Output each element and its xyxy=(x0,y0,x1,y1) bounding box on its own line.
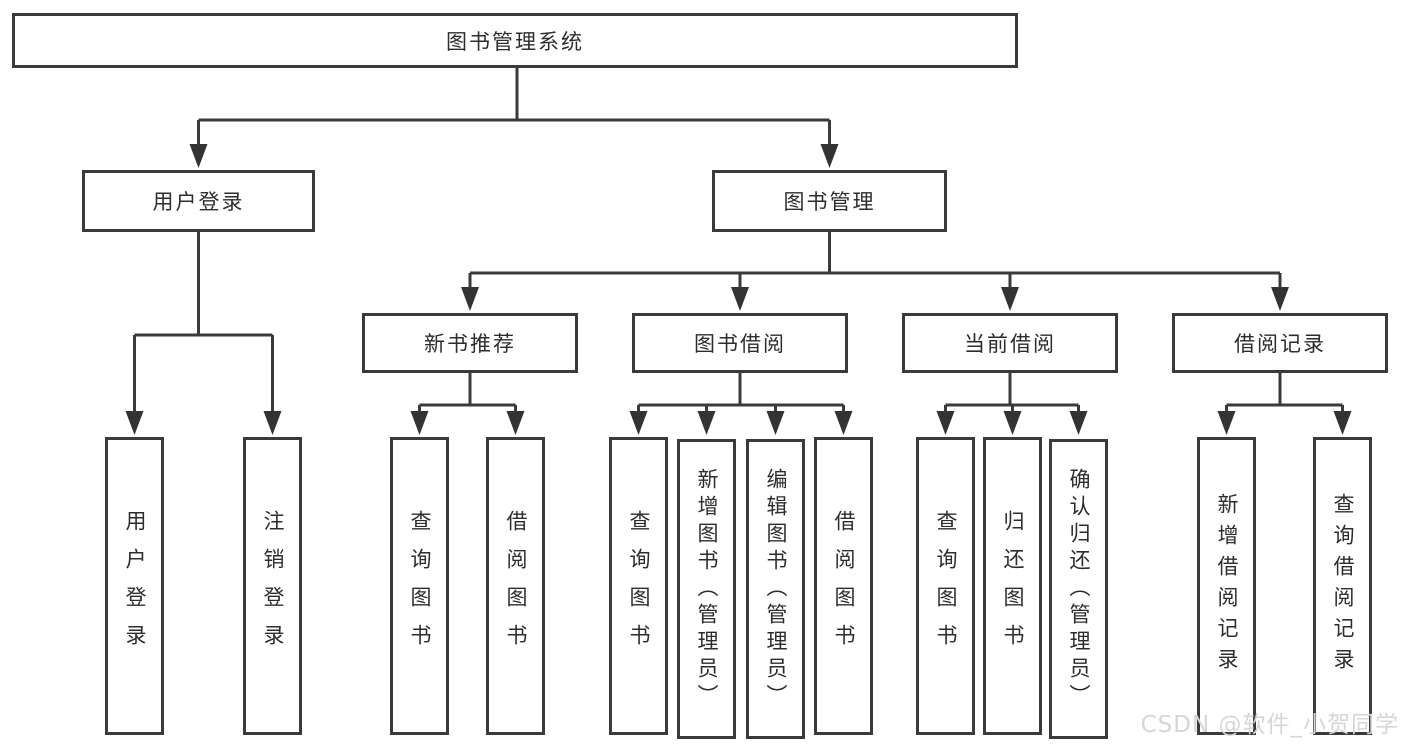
arrowhead xyxy=(189,144,208,168)
node-root-system: 图书管理系统 xyxy=(12,13,1018,68)
connector-new-book-children xyxy=(418,373,517,416)
leaf-borrow-books-borrowing: 借阅图书 xyxy=(814,437,873,735)
leaf-add-borrow-record: 新增借阅记录 xyxy=(1197,437,1256,735)
leaf-query-books-borrowing: 查询图书 xyxy=(609,437,668,735)
arrowhead xyxy=(629,411,648,435)
leaf-query-books-current: 查询图书 xyxy=(916,437,975,735)
arrowhead xyxy=(820,144,839,168)
node-current-borrowing: 当前借阅 xyxy=(902,313,1118,373)
leaf-query-borrow-record-label: 查询借阅记录 xyxy=(1331,493,1355,679)
node-book-borrowing-label: 图书借阅 xyxy=(694,332,786,356)
leaf-borrow-books-borrowing-label: 借阅图书 xyxy=(832,510,856,662)
arrowhead xyxy=(125,411,144,435)
arrowhead xyxy=(1001,287,1019,311)
connector-book-borrow-children xyxy=(637,373,845,416)
leaf-edit-book-admin-label: 编辑图书（管理员） xyxy=(764,467,788,711)
leaf-logout: 注销登录 xyxy=(243,437,302,735)
arrowhead xyxy=(1217,411,1236,435)
leaf-user-login: 用户登录 xyxy=(105,437,164,735)
leaf-logout-label: 注销登录 xyxy=(261,510,285,662)
node-borrowing-records-label: 借阅记录 xyxy=(1234,332,1326,356)
csdn-watermark: CSDN @软件_小贺同学 xyxy=(1140,712,1399,738)
arrowhead xyxy=(1069,411,1088,435)
leaf-user-login-label: 用户登录 xyxy=(123,510,147,662)
leaf-borrow-books-recommend-label: 借阅图书 xyxy=(504,510,528,662)
leaf-query-books-recommend: 查询图书 xyxy=(390,437,449,735)
leaf-edit-book-admin: 编辑图书（管理员） xyxy=(746,439,805,739)
node-new-book-recommend-label: 新书推荐 xyxy=(424,332,516,356)
node-new-book-recommend: 新书推荐 xyxy=(362,313,578,373)
leaf-confirm-return-admin: 确认归还（管理员） xyxy=(1049,439,1108,739)
leaf-borrow-books-recommend: 借阅图书 xyxy=(486,437,545,735)
leaf-query-books-recommend-label: 查询图书 xyxy=(408,510,432,662)
node-book-borrowing: 图书借阅 xyxy=(632,313,848,373)
node-book-management-label: 图书管理 xyxy=(783,190,876,214)
leaf-query-books-current-label: 查询图书 xyxy=(934,510,958,662)
node-user-login-label: 用户登录 xyxy=(152,190,245,214)
node-user-login: 用户登录 xyxy=(82,170,315,232)
connector-borrow-record-children xyxy=(1225,373,1344,416)
arrowhead xyxy=(834,411,853,435)
arrowhead xyxy=(506,411,525,435)
arrowhead xyxy=(936,411,955,435)
arrowhead xyxy=(697,411,716,435)
leaf-add-borrow-record-label: 新增借阅记录 xyxy=(1215,493,1239,679)
node-book-management: 图书管理 xyxy=(712,170,947,232)
connector-root-to-level2 xyxy=(197,68,831,150)
leaf-return-book: 归还图书 xyxy=(983,437,1042,735)
leaf-add-book-admin-label: 新增图书（管理员） xyxy=(695,467,719,711)
arrowhead xyxy=(766,411,785,435)
arrowhead xyxy=(263,411,282,435)
leaf-add-book-admin: 新增图书（管理员） xyxy=(677,439,736,739)
leaf-confirm-return-admin-label: 确认归还（管理员） xyxy=(1067,467,1091,711)
arrowhead xyxy=(1333,411,1352,435)
arrowhead xyxy=(410,411,429,435)
arrowhead xyxy=(731,287,749,311)
arrowhead xyxy=(1003,411,1022,435)
arrowhead xyxy=(1271,287,1289,311)
connector-book-mgmt-children xyxy=(468,232,1282,293)
leaf-query-borrow-record: 查询借阅记录 xyxy=(1313,437,1372,735)
leaf-query-books-borrowing-label: 查询图书 xyxy=(627,510,651,662)
node-current-borrowing-label: 当前借阅 xyxy=(964,332,1056,356)
node-borrowing-records: 借阅记录 xyxy=(1172,313,1388,373)
node-root-label: 图书管理系统 xyxy=(446,29,584,54)
arrowhead xyxy=(461,287,479,311)
connector-current-borrow-children xyxy=(944,373,1080,416)
leaf-return-book-label: 归还图书 xyxy=(1001,510,1025,662)
connector-user-login-children xyxy=(133,232,274,416)
